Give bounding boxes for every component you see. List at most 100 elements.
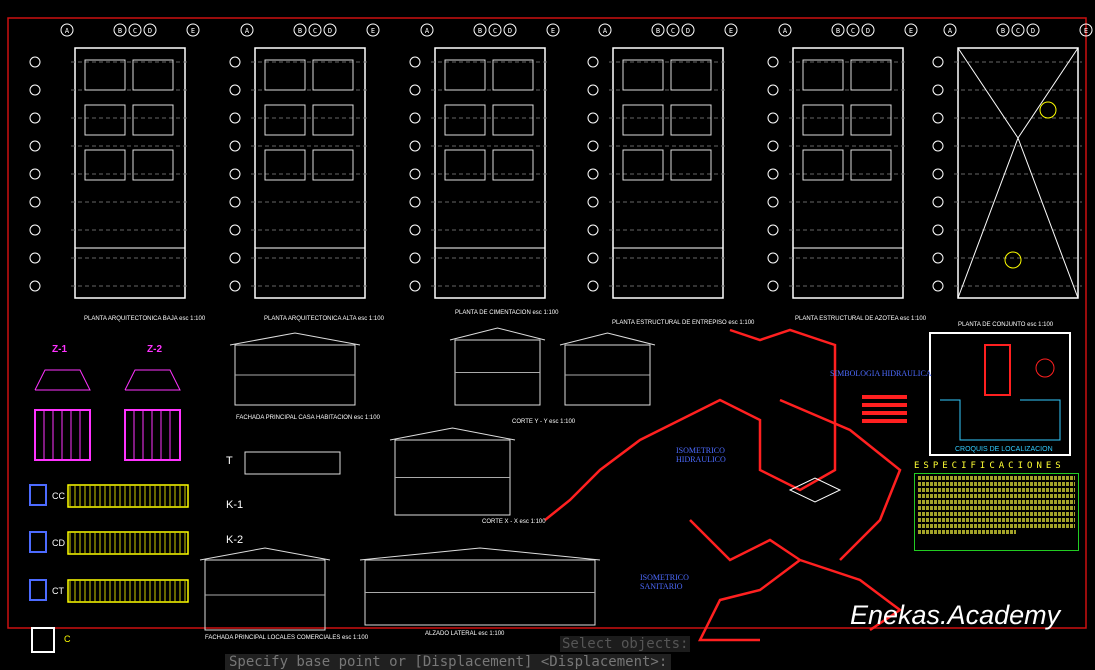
grid-bubble bbox=[229, 56, 241, 68]
room bbox=[622, 59, 664, 91]
grid-bubble bbox=[932, 56, 944, 68]
especificaciones-box bbox=[914, 473, 1079, 551]
grid-bubble bbox=[29, 168, 41, 180]
grid-letter: D bbox=[686, 27, 690, 35]
column-section bbox=[29, 579, 47, 601]
iso-hidraulico-label: ISOMETRICO HIDRAULICO bbox=[676, 446, 726, 464]
detail-cd: CD bbox=[52, 538, 65, 548]
corte-y-label: CORTE Y - Y esc 1:100 bbox=[512, 419, 576, 425]
beam-detail bbox=[67, 579, 189, 603]
grid-bubble bbox=[488, 23, 502, 37]
plan-title-1: PLANTA ARQUITECTONICA BAJA esc 1:100 bbox=[84, 316, 206, 322]
roof-profile bbox=[559, 332, 656, 346]
iso-sanitario-label: ISOMETRICO SANITARIO bbox=[640, 573, 689, 591]
simbologia-label: SIMBOLOGIA HIDRAULICA bbox=[830, 369, 932, 378]
roof-profile bbox=[199, 547, 331, 561]
grid-bubble bbox=[932, 224, 944, 236]
grid-bubble bbox=[587, 140, 599, 152]
grid-bubble bbox=[229, 224, 241, 236]
grid-bubble bbox=[767, 56, 779, 68]
grid-bubble bbox=[598, 23, 612, 37]
grid-letter: B bbox=[836, 27, 840, 35]
symbol-bar bbox=[862, 419, 907, 423]
croquis-label: CROQUIS DE LOCALIZACION bbox=[955, 446, 1053, 453]
grid-bubble bbox=[587, 112, 599, 124]
grid-letter: B bbox=[118, 27, 122, 35]
detail-z1: Z-1 bbox=[52, 344, 67, 355]
room bbox=[312, 59, 354, 91]
beam-detail bbox=[67, 531, 189, 555]
grid-letter: D bbox=[508, 27, 512, 35]
detail-c: C bbox=[64, 634, 71, 644]
sanitary-pipe bbox=[799, 558, 903, 632]
room bbox=[850, 104, 892, 136]
alzado-label: ALZADO LATERAL esc 1:100 bbox=[425, 631, 505, 637]
detail-cc: CC bbox=[52, 491, 65, 501]
footing-section bbox=[34, 369, 91, 391]
plan-outline bbox=[792, 47, 904, 299]
grid-bubble bbox=[904, 23, 918, 37]
grid-letter: C bbox=[671, 27, 675, 35]
grid-bubble bbox=[229, 280, 241, 292]
grid-bubble bbox=[767, 224, 779, 236]
grid-bubble bbox=[409, 224, 421, 236]
room bbox=[444, 104, 486, 136]
room bbox=[84, 59, 126, 91]
plan-title-2: PLANTA ARQUITECTONICA ALTA esc 1:100 bbox=[264, 316, 384, 322]
grid-bubble bbox=[29, 224, 41, 236]
grid-letter: E bbox=[551, 27, 555, 35]
grid-bubble bbox=[587, 252, 599, 264]
grid-bubble bbox=[143, 23, 157, 37]
grid-bubble bbox=[587, 280, 599, 292]
grid-bubble bbox=[932, 84, 944, 96]
grid-letter: A bbox=[245, 27, 250, 35]
drawing-frame bbox=[7, 17, 1087, 629]
grid-bubble bbox=[681, 23, 695, 37]
croquis-frame bbox=[929, 332, 1071, 456]
plan-title-4: PLANTA ESTRUCTURAL DE ENTREPISO esc 1:10… bbox=[612, 320, 755, 326]
room bbox=[850, 149, 892, 181]
room bbox=[670, 59, 712, 91]
grid-bubble bbox=[651, 23, 665, 37]
grid-bubble bbox=[186, 23, 200, 37]
detail-ct: CT bbox=[52, 586, 64, 596]
grid-bubble bbox=[767, 140, 779, 152]
room bbox=[84, 104, 126, 136]
grid-bubble bbox=[409, 140, 421, 152]
grid-bubble bbox=[229, 196, 241, 208]
column-c-section bbox=[31, 627, 55, 653]
grid-bubble bbox=[546, 23, 560, 37]
grid-letter: B bbox=[1001, 27, 1005, 35]
grid-bubble bbox=[1011, 23, 1025, 37]
grid-bubble bbox=[229, 84, 241, 96]
grid-bubble bbox=[587, 224, 599, 236]
grid-letter: C bbox=[851, 27, 855, 35]
room bbox=[622, 104, 664, 136]
room bbox=[444, 149, 486, 181]
room bbox=[264, 59, 306, 91]
grid-bubble bbox=[932, 140, 944, 152]
room bbox=[802, 59, 844, 91]
grid-bubble bbox=[29, 84, 41, 96]
grid-letter: B bbox=[478, 27, 482, 35]
footing-section bbox=[124, 369, 181, 391]
room bbox=[84, 149, 126, 181]
grid-letter: D bbox=[866, 27, 870, 35]
grid-bubble bbox=[932, 280, 944, 292]
room bbox=[312, 104, 354, 136]
watermark: Enekas.Academy bbox=[850, 600, 1061, 630]
room bbox=[264, 149, 306, 181]
lintel-detail bbox=[244, 451, 341, 475]
room bbox=[802, 104, 844, 136]
grid-bubble bbox=[366, 23, 380, 37]
grid-bubble bbox=[1079, 23, 1093, 37]
grid-bubble bbox=[293, 23, 307, 37]
room bbox=[670, 149, 712, 181]
tank-isometric bbox=[788, 477, 842, 503]
fachada-locales-label: FACHADA PRINCIPAL LOCALES COMERCIALES es… bbox=[205, 635, 369, 641]
command-prompt[interactable]: Specify base point or [Displacement] <Di… bbox=[225, 654, 672, 670]
